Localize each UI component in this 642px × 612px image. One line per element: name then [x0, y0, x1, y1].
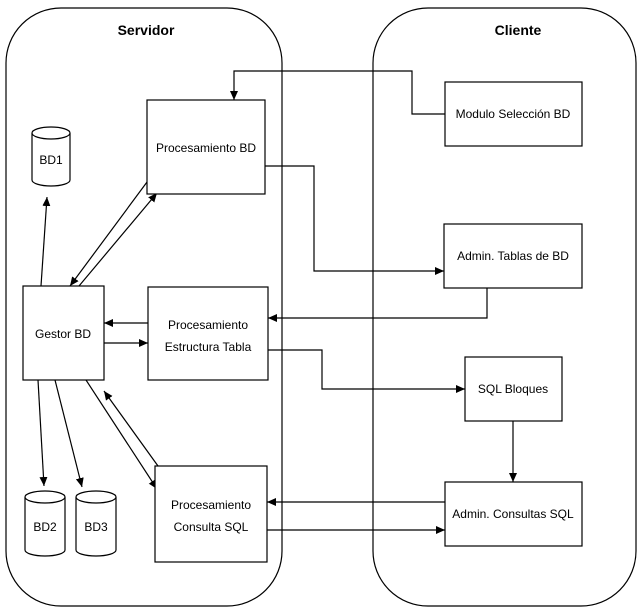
edge-procbd-to-gestor [69, 177, 151, 287]
node-gestor-bd[interactable]: Gestor BD [22, 285, 105, 381]
edge-procbd-to-admintablas [265, 165, 444, 275]
node-procesamiento-estructura-tabla[interactable]: Procesamiento Estructura Tabla [147, 286, 269, 381]
node-admin-consultas-sql[interactable]: Admin. Consultas SQL [444, 481, 583, 547]
edge-gestor-to-bd1 [40, 196, 51, 287]
node-procesamiento-bd[interactable]: Procesamiento BD [146, 99, 266, 195]
node-sql-bloques-label: SQL Bloques [478, 382, 548, 396]
edge-proctabla-to-sqlbloques [268, 349, 465, 393]
edge-admintablas-to-proctabla [268, 288, 488, 322]
database-bd1-label: BD1 [39, 153, 63, 167]
edge-gestor-to-bd3 [54, 379, 84, 488]
cliente-title: Cliente [495, 22, 542, 38]
edge-modulo-to-procbd [230, 70, 445, 115]
node-procesamiento-tabla-line1: Procesamiento [168, 318, 248, 332]
database-bd1[interactable]: BD1 [31, 126, 71, 187]
node-modulo-seleccion-label: Modulo Selección BD [456, 107, 571, 121]
database-bd2-label: BD2 [33, 520, 57, 534]
database-bd3-label: BD3 [84, 520, 108, 534]
servidor-title: Servidor [118, 22, 175, 38]
node-procesamiento-bd-label: Procesamiento BD [156, 141, 256, 155]
node-procesamiento-sql-line1: Procesamiento [171, 498, 251, 512]
edge-procsql-to-gestor [103, 390, 159, 467]
node-admin-consultas-label: Admin. Consultas SQL [452, 507, 574, 521]
node-procesamiento-sql-line2: Consulta SQL [174, 520, 249, 534]
node-sql-bloques[interactable]: SQL Bloques [464, 356, 563, 422]
cliente-lane [372, 7, 637, 607]
node-procesamiento-consulta-sql[interactable]: Procesamiento Consulta SQL [154, 465, 268, 563]
node-procesamiento-tabla-line2: Estructura Tabla [165, 340, 252, 354]
node-admin-tablas-label: Admin. Tablas de BD [457, 249, 569, 263]
node-gestor-bd-label: Gestor BD [35, 327, 91, 341]
node-admin-tablas-bd[interactable]: Admin. Tablas de BD [443, 223, 583, 289]
edge-gestor-to-procbd [78, 192, 158, 287]
edge-gestor-to-procsql [85, 379, 158, 490]
database-bd2[interactable]: BD2 [24, 490, 66, 557]
servidor-lane [5, 7, 283, 607]
database-bd3[interactable]: BD3 [75, 490, 117, 557]
node-modulo-seleccion-bd[interactable]: Modulo Selección BD [444, 81, 583, 147]
edge-gestor-to-bd2 [37, 379, 48, 487]
